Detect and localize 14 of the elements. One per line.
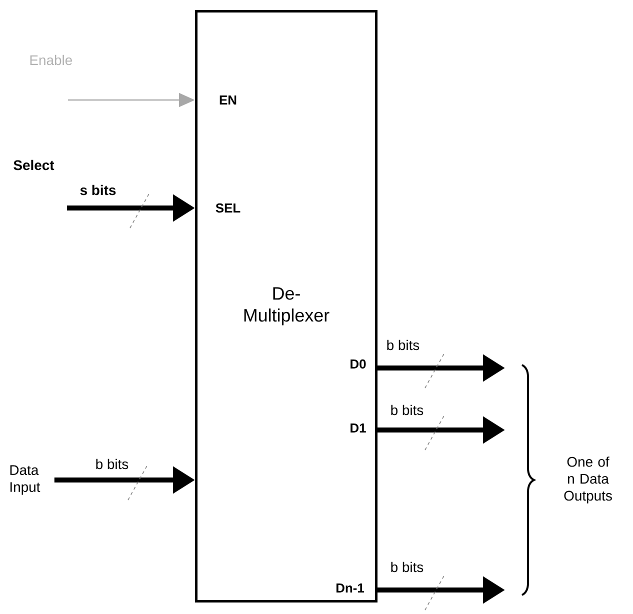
signal-name: Select: [14, 160, 54, 170]
pin-label: EN: [220, 96, 236, 104]
signal-name: Enable: [30, 54, 72, 66]
edge-label: b bits: [391, 562, 424, 572]
pin-label: SEL: [216, 203, 240, 213]
pin-label: Dn-1: [336, 584, 364, 592]
signal-name: Data Input: [10, 465, 40, 495]
edge-label: b bits: [391, 404, 424, 416]
edge-label: s bits: [80, 184, 116, 196]
output-note: One of n Data Outputs: [564, 456, 612, 504]
edge-label: b bits: [96, 458, 128, 470]
edge-label: b bits: [387, 340, 420, 350]
pin-label: D1: [350, 424, 366, 432]
pin-label: D0: [350, 359, 366, 369]
